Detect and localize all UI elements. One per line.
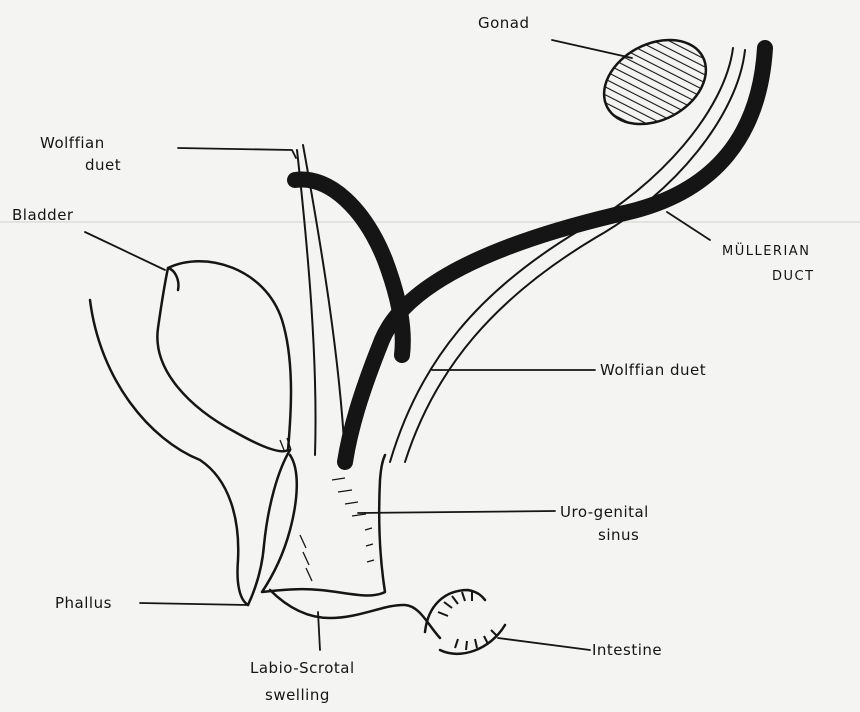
label-mullerian-2: DUCT: [772, 269, 815, 284]
label-mullerian-1: MÜLLERIAN: [722, 242, 810, 259]
leader-intestine: [498, 638, 590, 650]
label-urogenital-2: sinus: [598, 526, 639, 544]
label-urogenital-1: Uro-genital: [560, 503, 649, 521]
intestine-shape: [425, 590, 505, 654]
leader-urogenital: [358, 511, 555, 513]
label-bladder: Bladder: [12, 206, 74, 224]
label-phallus: Phallus: [55, 594, 112, 612]
leader-bladder: [85, 232, 165, 270]
bladder-tip: [168, 268, 178, 290]
label-intestine: Intestine: [592, 641, 662, 659]
wolffian-duct-right-shape: [390, 48, 745, 462]
body-wall-left-shape: [90, 300, 248, 605]
label-labio-2: swelling: [265, 686, 330, 704]
mullerian-duct-shape: [345, 48, 765, 462]
label-labio-1: Labio-Scrotal: [250, 659, 355, 677]
urogenital-sinus-shape: [262, 438, 385, 595]
labio-scrotal-swelling-shape: [270, 590, 440, 638]
label-wolffian-top-1: Wolffian: [40, 134, 105, 152]
leader-wolffian-top: [178, 148, 296, 158]
label-gonad: Gonad: [478, 14, 530, 32]
leader-gonad: [552, 40, 632, 58]
leader-mullerian: [667, 212, 710, 240]
label-wolffian-top-2: duet: [85, 156, 121, 174]
label-wolffian-right: Wolffian duet: [600, 361, 706, 379]
leader-phallus: [140, 603, 248, 605]
